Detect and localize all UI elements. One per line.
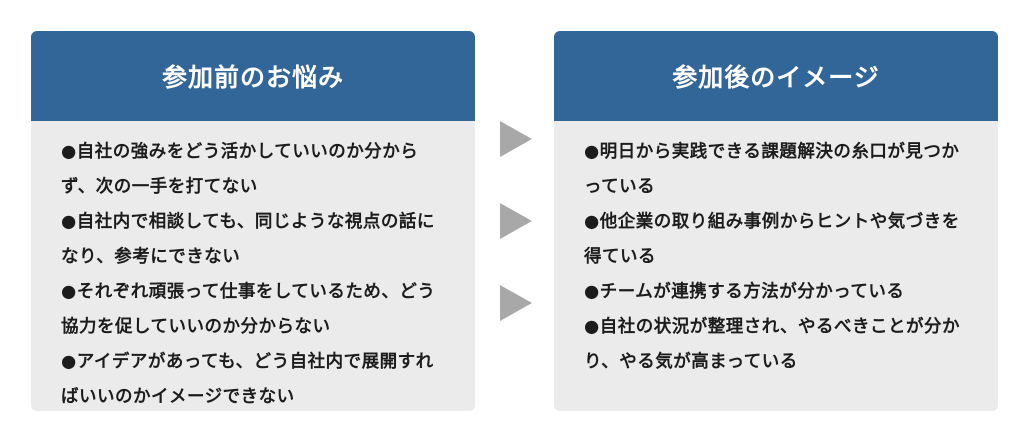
before-title: 参加前のお悩み (31, 31, 475, 121)
after-list: ●明日から実践できる課題解決の糸口が見つかっている ●他企業の取り組み事例からヒ… (554, 121, 998, 380)
after-item: ●明日から実践できる課題解決の糸口が見つかっている (584, 142, 960, 197)
arrow-right-icon (500, 203, 532, 239)
before-item: ●それぞれ頑張って仕事をしているため、どう協力を促していいのか分からない (61, 282, 436, 337)
after-item: ●チームが連携する方法が分かっている (584, 282, 905, 302)
before-item: ●アイデアがあっても、どう自社内で展開すればいいのかイメージできない (61, 352, 434, 407)
arrow-right-icon (500, 285, 532, 321)
before-panel: 参加前のお悩み ●自社の強みをどう活かしていいのか分からず、次の一手を打てない … (31, 31, 475, 411)
before-item: ●自社の強みをどう活かしていいのか分からず、次の一手を打てない (61, 142, 419, 197)
after-item: ●他企業の取り組み事例からヒントや気づきを得ている (584, 212, 960, 267)
after-item: ●自社の状況が整理され、やるべきことが分かり、やる気が高まっている (584, 317, 960, 372)
before-item: ●自社内で相談しても、同じような視点の話になり、参考にできない (61, 212, 435, 267)
after-panel: 参加後のイメージ ●明日から実践できる課題解決の糸口が見つかっている ●他企業の… (554, 31, 998, 411)
arrow-right-icon (500, 121, 532, 157)
after-title: 参加後のイメージ (554, 31, 998, 121)
before-list: ●自社の強みをどう活かしていいのか分からず、次の一手を打てない ●自社内で相談し… (31, 121, 475, 411)
